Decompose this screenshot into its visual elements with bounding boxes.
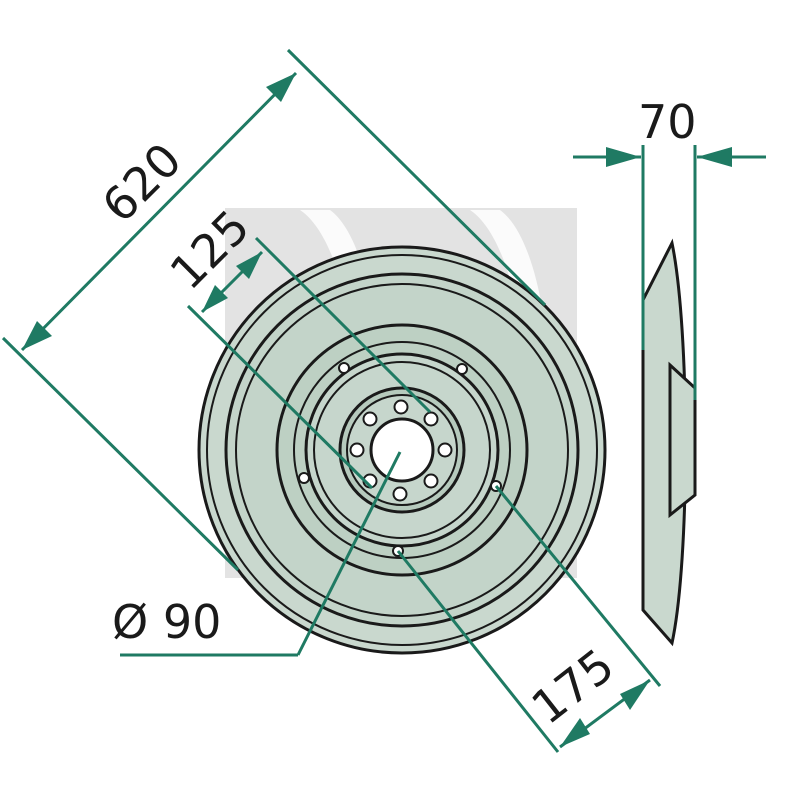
disc-front-view bbox=[197, 245, 607, 655]
label-70: 70 bbox=[638, 95, 697, 149]
outer-bolt-holes bbox=[298, 362, 502, 557]
label-175: 175 bbox=[522, 638, 624, 735]
label-bore-90: Ø 90 bbox=[112, 595, 221, 649]
dim-center-bore: Ø 90 bbox=[112, 451, 402, 657]
dim-thickness: 70 bbox=[573, 95, 766, 400]
inner-bolt-holes bbox=[349, 399, 453, 502]
center-bore bbox=[369, 417, 435, 483]
label-620: 620 bbox=[92, 133, 192, 233]
disc-side-view bbox=[641, 238, 697, 647]
